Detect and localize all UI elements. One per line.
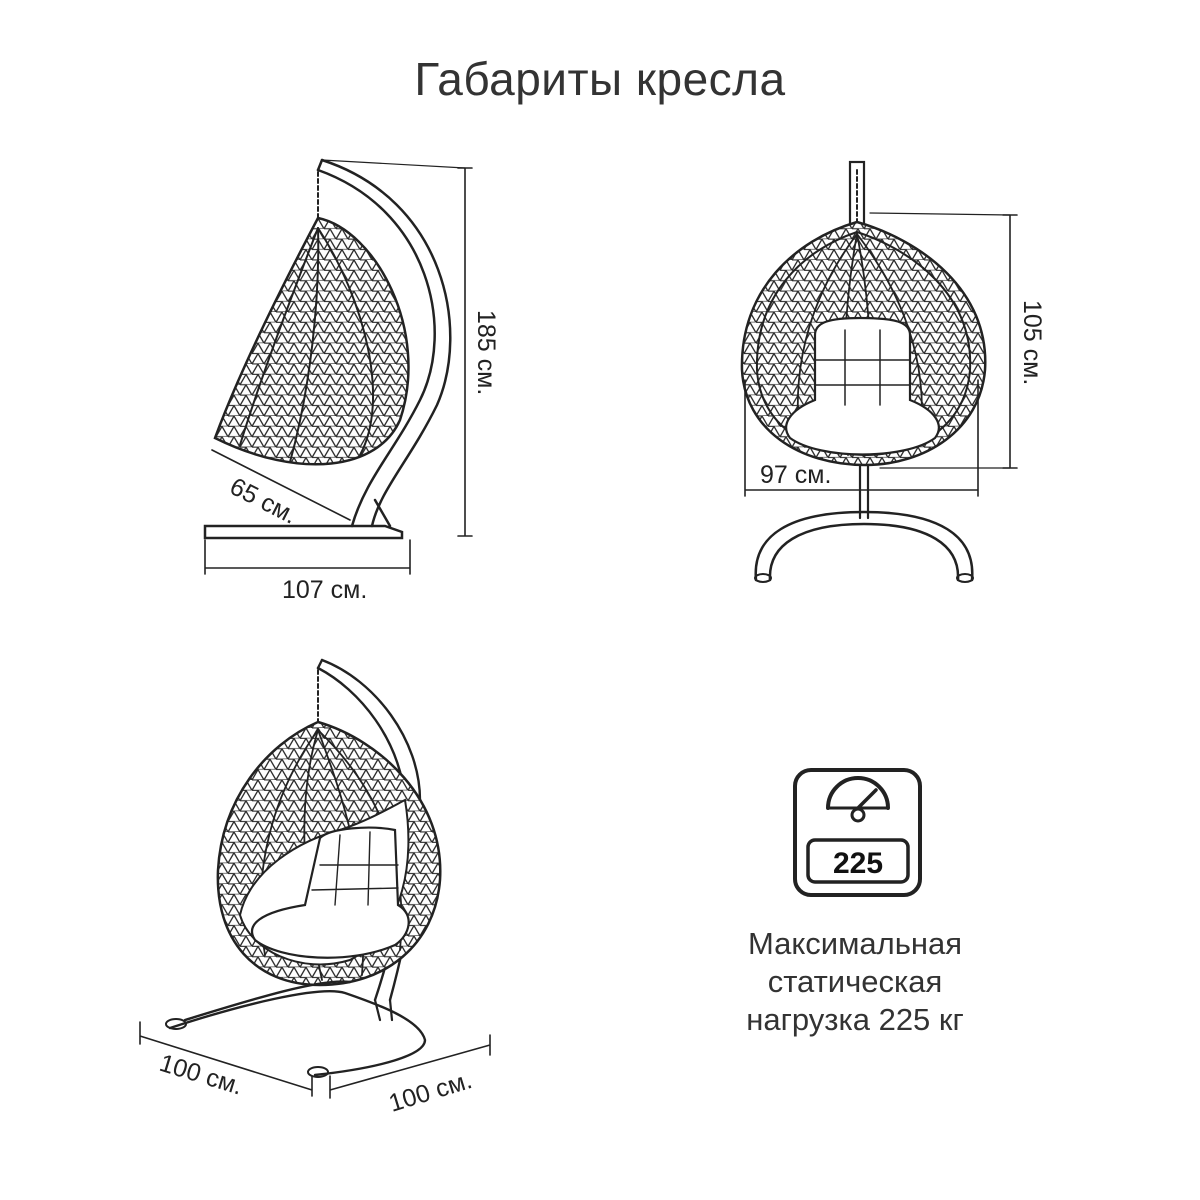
persp-base [168, 980, 427, 1077]
page-title: Габариты кресла [414, 53, 786, 105]
load-caption-line-2: статическая [767, 964, 943, 999]
persp-right-dim-line [329, 1034, 491, 1099]
side-base-plate [203, 524, 404, 540]
load-caption-line-1: Максимальная [747, 926, 963, 961]
perspective-view [139, 658, 491, 1099]
front-width-label: 97 см. [760, 461, 831, 489]
front-stand-base [754, 510, 974, 582]
gauge-arc [826, 776, 890, 810]
load-caption-line-3: нагрузка 225 кг [746, 1002, 964, 1037]
front-view [740, 160, 1018, 583]
side-depth-label: 65 см. [225, 472, 301, 529]
persp-left-dim-line [139, 1021, 313, 1097]
side-depth-dim-line [211, 449, 351, 521]
side-view [203, 158, 473, 575]
persp-right-label: 100 см. [386, 1066, 476, 1118]
weight-value: 225 [833, 847, 883, 880]
front-height-label: 105 см. [1018, 300, 1046, 385]
side-base-label: 107 см. [282, 576, 367, 604]
front-width-dim-line [744, 379, 979, 497]
side-height-dim-line [457, 167, 473, 537]
side-base-dim-line [204, 539, 411, 575]
front-cushion [785, 316, 940, 456]
persp-left-label: 100 см. [156, 1049, 246, 1101]
front-stand [858, 464, 870, 520]
scale-icon [793, 768, 922, 897]
side-stand-tube [316, 168, 436, 528]
front-height-dim-line [1002, 214, 1018, 469]
weight-display [806, 838, 910, 884]
side-height-label: 185 см. [472, 310, 500, 395]
